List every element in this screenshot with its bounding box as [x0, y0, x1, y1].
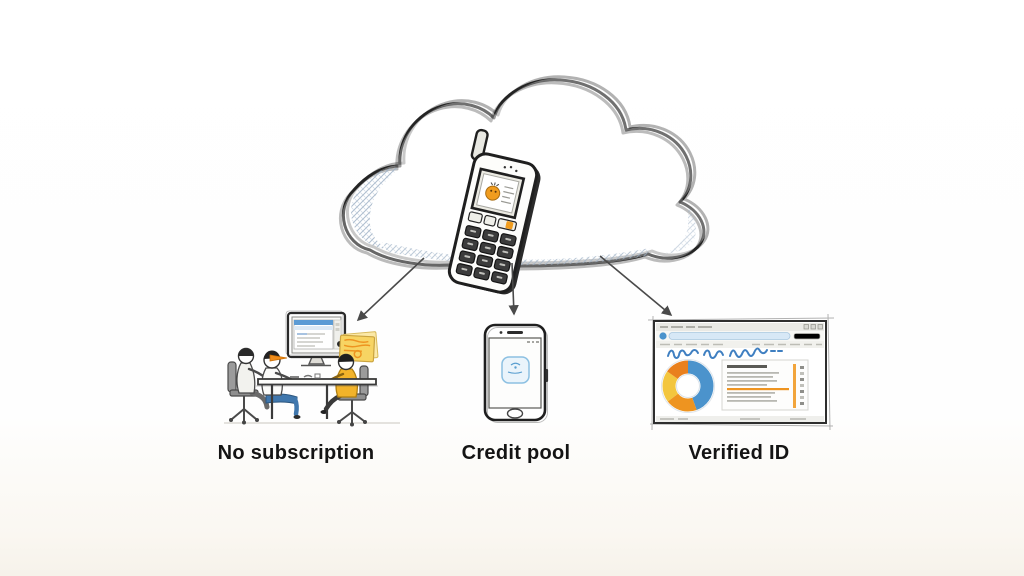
browser-bookmarks-bar: [656, 341, 824, 348]
scroll-ticks: [800, 366, 804, 405]
arrow-to-no-subscription: [356, 257, 425, 322]
smartphone-icon: [483, 323, 549, 423]
label-credit-pool: Credit pool: [461, 442, 571, 464]
feature-phone-icon: [447, 128, 541, 295]
donut-chart: [661, 359, 715, 413]
phone-camera-dot: [499, 331, 503, 334]
browser-address-bar: [656, 331, 824, 341]
app-icon: [501, 356, 530, 384]
browser-report-icon: [647, 313, 835, 431]
home-button: [506, 408, 524, 419]
side-button: [545, 369, 549, 382]
connector-arrows: [356, 255, 673, 322]
cloud-shading-left: [351, 167, 400, 250]
phone-earpiece-dots: [503, 165, 518, 173]
orange-strip: [793, 364, 796, 408]
table-items: [290, 373, 321, 379]
browser-status-bar: [656, 416, 824, 422]
highlight-row: [727, 388, 789, 391]
phone-speaker: [507, 331, 523, 334]
label-verified-id: Verified ID: [688, 442, 790, 464]
cloud-shading-bottom: [382, 242, 650, 266]
browser-title-bar: [656, 323, 824, 331]
phone-nav-keys: [467, 211, 517, 232]
person-3-hair: [338, 354, 354, 362]
arrow-to-verified-id: [599, 255, 673, 316]
monitor-window: [293, 319, 342, 350]
phone-screen-mascot: [485, 182, 515, 205]
page-heading-scribble: [667, 347, 783, 359]
person-1: [236, 347, 271, 410]
meeting-table: [256, 373, 378, 419]
label-no-subscription: No subscription: [217, 442, 375, 464]
office-chair: [227, 361, 259, 425]
monitor-icon: [285, 310, 347, 367]
arrow-to-credit-pool: [508, 262, 519, 316]
cloud-shading-right: [664, 206, 696, 254]
person-2-visor: [269, 354, 288, 362]
no-subscription-icon: [224, 310, 400, 427]
phone-keypad: [455, 225, 517, 285]
report-detail-panel: [721, 359, 809, 411]
person-1-hair: [238, 348, 254, 356]
